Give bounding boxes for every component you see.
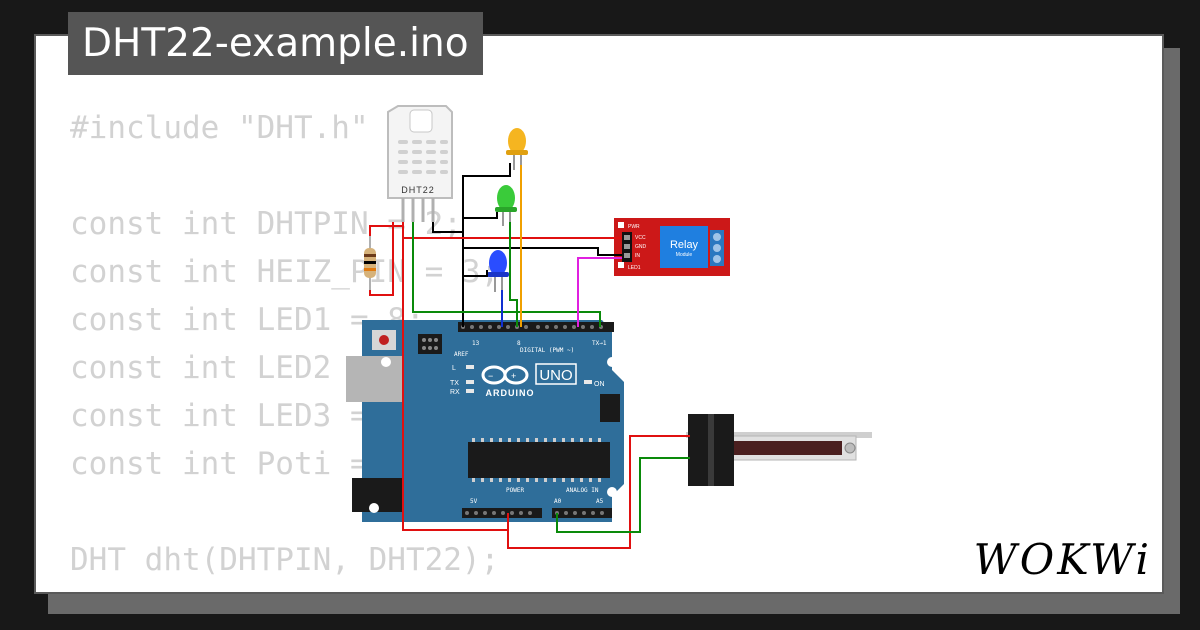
relay-title: Relay <box>670 239 699 251</box>
code-line: const int HEIZ_PIN = 3; <box>70 254 500 290</box>
pullup-resistor[interactable] <box>364 236 376 290</box>
code-background: #include "DHT.h" const int DHTPIN = 2; co… <box>70 104 499 584</box>
on-label: ON <box>594 381 605 388</box>
relay-gnd-label: GND <box>635 244 647 250</box>
relay-pwr-label: PWR <box>628 224 640 230</box>
board-logo-text: ARDUINO <box>486 388 535 398</box>
pin-label-8: 8 <box>517 340 521 347</box>
led-l-label: L <box>452 365 456 372</box>
code-line: const int Poti = <box>70 446 369 482</box>
pin-label-a5: A5 <box>596 498 604 505</box>
relay-module[interactable]: PWR LED1 VCC GND IN Relay Module <box>614 218 730 276</box>
code-line: const int LED2 <box>70 350 332 386</box>
pin-label-5v: 5V <box>470 498 478 505</box>
code-line: const int LED3 = <box>70 398 369 434</box>
led-blue[interactable] <box>487 250 509 292</box>
digital-header-left <box>458 322 532 332</box>
arduino-uno-board[interactable]: DIGITAL (PWM ~) AREF 13 8 TX→1 L TX RX O… <box>346 320 624 522</box>
relay-led-label: LED1 <box>628 265 641 271</box>
project-title: DHT22-example.ino <box>68 12 483 75</box>
led-green[interactable] <box>495 185 517 226</box>
power-label: POWER <box>506 487 524 494</box>
svg-text:+: + <box>511 371 516 381</box>
relay-vcc-label: VCC <box>635 235 646 241</box>
wires <box>369 163 690 549</box>
arduino-logo-icon <box>481 365 529 385</box>
svg-text:−: − <box>488 371 493 381</box>
pin-label-tx: TX→1 <box>592 340 607 347</box>
sensor-label: DHT22 <box>401 185 435 195</box>
slide-potentiometer[interactable] <box>686 414 872 486</box>
led-tx-label: TX <box>450 380 459 387</box>
analog-label: ANALOG IN <box>566 487 599 494</box>
relay-subtitle: Module <box>676 252 693 258</box>
board-model: UNO <box>539 367 572 384</box>
code-line: const int DHTPIN = 2; <box>70 206 462 242</box>
relay-in-label: IN <box>635 253 640 259</box>
led-rx-label: RX <box>450 389 460 396</box>
led-yellow[interactable] <box>506 128 528 170</box>
atmega-chip <box>468 442 610 478</box>
code-line: const int LED1 = 8; <box>70 302 425 338</box>
wokwi-logo[interactable]: WOKWi <box>973 535 1152 584</box>
pin-label-13: 13 <box>472 340 480 347</box>
code-line: DHT dht(DHTPIN, DHT22); <box>70 542 500 578</box>
digital-label: DIGITAL (PWM ~) <box>520 347 574 354</box>
pin-label-a0: A0 <box>554 498 562 505</box>
pin-label-aref: AREF <box>454 351 469 358</box>
dht22-sensor[interactable]: DHT22 <box>387 105 453 222</box>
usb-port <box>346 356 404 402</box>
code-line: #include "DHT.h" <box>70 110 369 146</box>
